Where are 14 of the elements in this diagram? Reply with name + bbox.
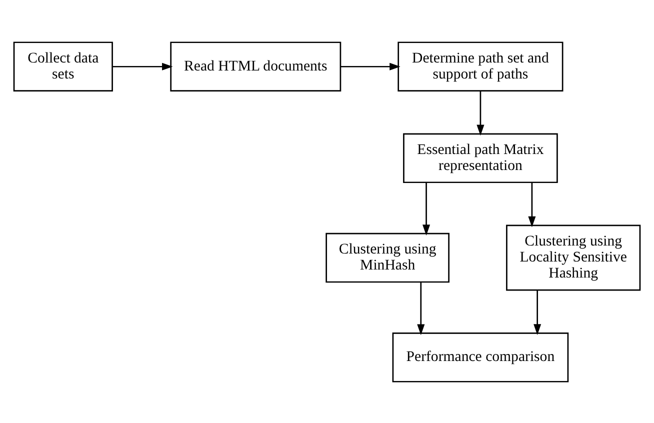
arrow [528, 182, 536, 227]
arrow [417, 282, 425, 335]
node-box: Clustering using MinHash [326, 232, 450, 282]
node-box: Determine path set and support of paths [398, 41, 564, 92]
arrow [422, 182, 430, 235]
arrow [340, 62, 400, 70]
node-box: Collect data sets [13, 41, 113, 92]
arrow [112, 62, 173, 70]
node-box: Read HTML documents [170, 41, 342, 92]
arrow [476, 90, 484, 136]
arrow [534, 290, 542, 334]
node-box: Clustering using Locality Sensitive Hashing [506, 224, 641, 290]
node-box: Essential path Matrix representation [403, 132, 558, 183]
node-box: Performance comparison [392, 332, 569, 382]
